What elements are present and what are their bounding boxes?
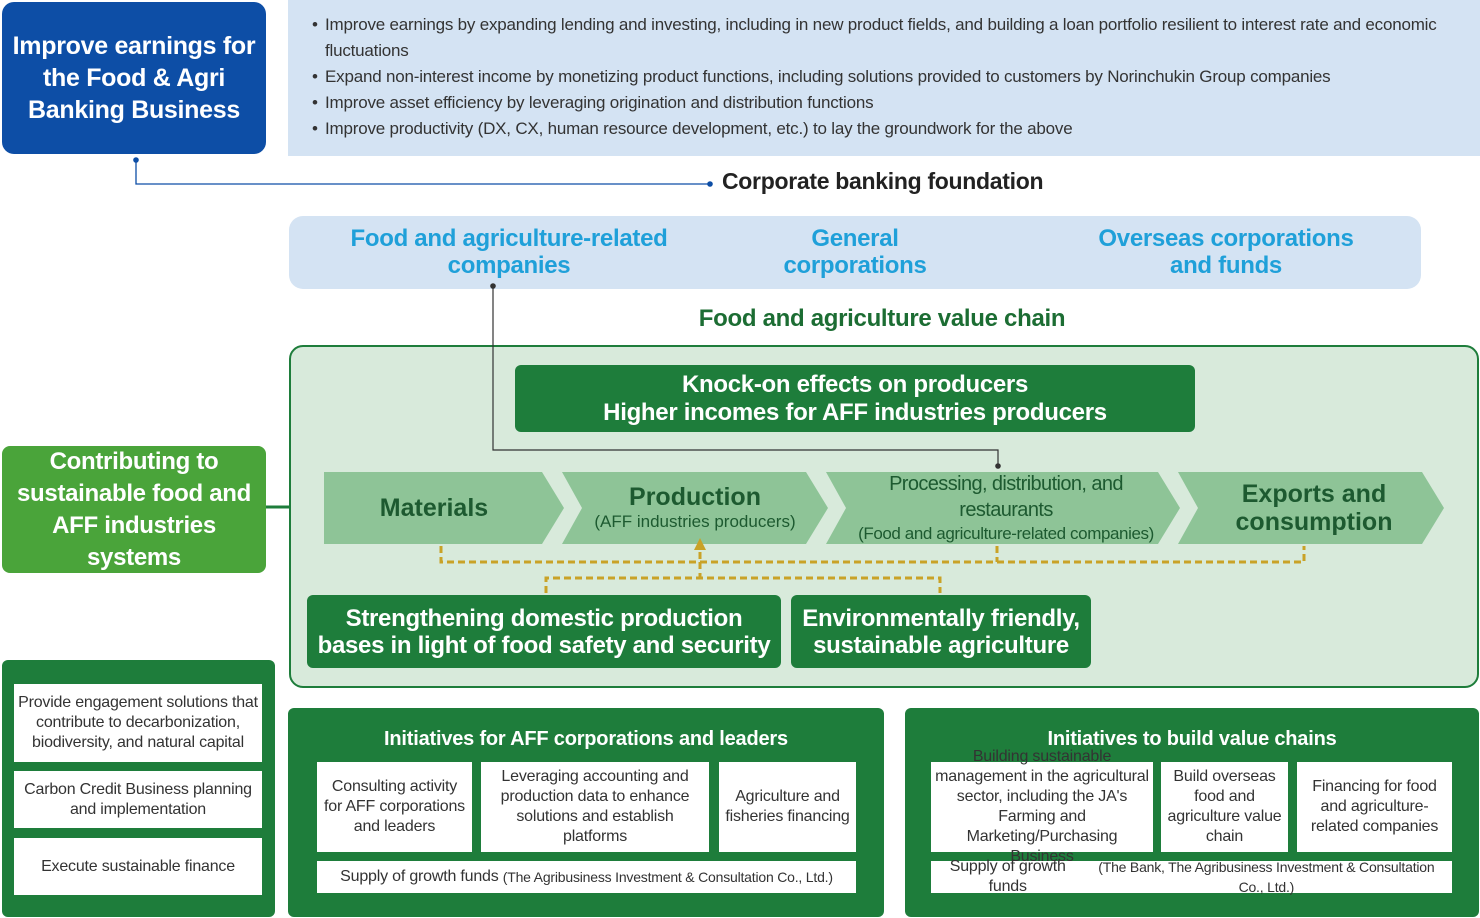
value-chain-initiatives-panel: Initiatives to build value chains Buildi… xyxy=(905,708,1479,917)
aff-supply-note: (The Agribusiness Investment & Consultat… xyxy=(502,869,833,885)
corporate-foundation-label: Corporate banking foundation xyxy=(722,168,1044,194)
earnings-bullet: Improve earnings by expanding lending an… xyxy=(312,12,1462,64)
step-processing-sub: (Food and agriculture-related companies) xyxy=(858,524,1154,543)
step-materials-shape xyxy=(324,472,564,544)
sustainable-finance-cell: Execute sustainable finance xyxy=(14,838,262,895)
overseas-value-chain-cell: Build overseas food and agriculture valu… xyxy=(1161,762,1288,852)
up-arrow-icon xyxy=(694,538,706,550)
earnings-bullet: Improve asset efficiency by leveraging o… xyxy=(312,90,1462,116)
value-chain-initiatives-title: Initiatives to build value chains xyxy=(1047,728,1337,750)
step-production-shape xyxy=(562,472,828,544)
step-materials: Materials xyxy=(324,472,544,544)
knock-on-effects-box: Knock-on effects on producers Higher inc… xyxy=(515,365,1195,432)
domestic-production-text: Strengthening domestic production bases … xyxy=(317,604,771,659)
sustainable-agriculture-text: Environmentally friendly, sustainable ag… xyxy=(802,604,1080,659)
step-materials-label: Materials xyxy=(379,493,489,522)
earnings-bullet: Improve productivity (DX, CX, human reso… xyxy=(312,116,1462,142)
domestic-production-box: Strengthening domestic production bases … xyxy=(307,595,781,668)
step-exports-shape xyxy=(1178,472,1444,544)
aff-data-platform-cell: Leveraging accounting and production dat… xyxy=(481,762,709,852)
sustainable-agriculture-box: Environmentally friendly, sustainable ag… xyxy=(791,595,1091,668)
knock-on-line-1: Knock-on effects on producers xyxy=(681,370,1028,398)
contributing-goal-title: Contributing to sustainable food and AFF… xyxy=(16,447,252,571)
vc-supply-main: Supply of growth funds xyxy=(949,858,1066,895)
step-exports-label: Exports and consumption xyxy=(1235,480,1393,536)
ja-sustainable-management-cell: Building sustainable management in the a… xyxy=(931,748,1153,865)
step-exports: Exports and consumption xyxy=(1204,472,1424,544)
aff-financing-cell: Agriculture and fisheries financing xyxy=(719,762,856,852)
step-production: Production (AFF industries producers) xyxy=(582,472,808,544)
segment-food-agri-companies: Food and agriculture-related companies xyxy=(350,225,668,279)
step-processing: Processing, distribution, and restaurant… xyxy=(840,472,1172,544)
vc-supply-growth-funds: Supply of growth funds (The Bank, The Ag… xyxy=(931,858,1452,895)
aff-initiatives-panel: Initiatives for AFF corporations and lea… xyxy=(288,708,884,917)
segment-general-corporations: General corporations xyxy=(783,225,927,279)
earnings-bullet: Expand non-interest income by monetizing… xyxy=(312,64,1462,90)
engagement-solutions-cell: Provide engagement solutions that contri… xyxy=(14,684,262,762)
step-processing-label: Processing, distribution, and restaurant… xyxy=(889,473,1123,521)
earnings-bullets-panel: Improve earnings by expanding lending an… xyxy=(288,0,1480,156)
food-agri-financing-cell: Financing for food and agriculture-relat… xyxy=(1297,762,1452,852)
step-production-sub: (AFF industries producers) xyxy=(594,512,796,531)
carbon-credit-cell: Carbon Credit Business planning and impl… xyxy=(14,771,262,828)
vc-supply-note: (The Bank, The Agribusiness Investment &… xyxy=(1098,859,1435,895)
aff-supply-main: Supply of growth funds xyxy=(340,868,499,885)
earnings-goal-title: Improve earnings for the Food & Agri Ban… xyxy=(12,32,256,124)
segment-overseas-corporations: Overseas corporations and funds xyxy=(1098,225,1354,279)
value-chain-title: Food and agriculture value chain xyxy=(698,305,1066,332)
earnings-bullet-list: Improve earnings by expanding lending an… xyxy=(312,12,1462,142)
aff-supply-growth-funds: Supply of growth funds (The Agribusiness… xyxy=(317,861,856,893)
step-production-label: Production xyxy=(629,483,761,511)
knock-on-line-2: Higher incomes for AFF industries produc… xyxy=(603,398,1107,426)
aff-initiatives-title: Initiatives for AFF corporations and lea… xyxy=(384,728,788,750)
step-processing-shape xyxy=(826,472,1180,544)
corporate-segments-panel: Food and agriculture-related companies G… xyxy=(289,216,1421,289)
earnings-goal-box: Improve earnings for the Food & Agri Ban… xyxy=(2,2,266,154)
aff-consulting-cell: Consulting activity for AFF corporations… xyxy=(317,762,472,852)
sustainability-panel: Provide engagement solutions that contri… xyxy=(2,660,275,917)
contributing-goal-box: Contributing to sustainable food and AFF… xyxy=(2,446,266,573)
